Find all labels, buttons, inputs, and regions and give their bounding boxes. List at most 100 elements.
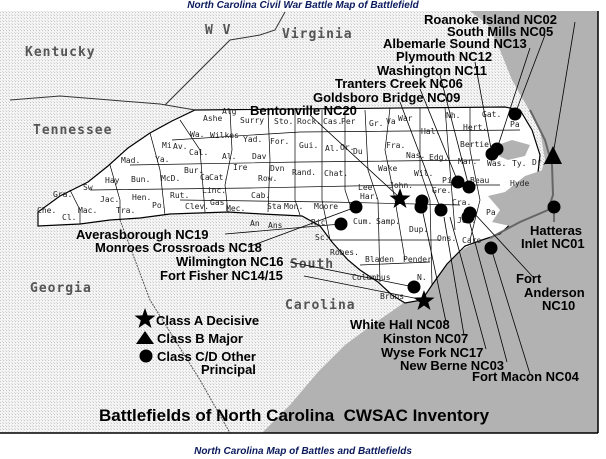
state-label-west-virginia: W V: [205, 23, 231, 38]
county-label: Cal.: [189, 148, 208, 157]
county-label: Clev.: [185, 202, 209, 211]
county-label: Yad.: [243, 135, 262, 144]
legend: Class A Decisive Class B Major Class C/D…: [134, 308, 259, 377]
county-label: Edg.: [429, 153, 448, 162]
label-wyse-fork: Wyse Fork NC17: [381, 345, 483, 360]
circle-marker-wilmington[interactable]: [407, 280, 421, 294]
county-label: Wilkes: [210, 131, 239, 140]
county-label: Bun.: [131, 175, 150, 184]
county-label: Mec.: [226, 204, 245, 213]
map-title: Battlefields of North Carolina CWSAC Inv…: [99, 406, 490, 425]
county-label: Hay: [105, 176, 120, 185]
county-label: Jac.: [100, 195, 119, 204]
label-plymouth: Plymouth NC12: [396, 49, 492, 64]
label-fort-anderson-3: NC10: [542, 298, 575, 313]
county-label: N.: [417, 273, 427, 282]
county-label: Pa: [486, 208, 496, 217]
county-label: Cat.: [209, 173, 228, 182]
legend-class-b: Class B Major: [157, 331, 243, 346]
albemarle-sound: [494, 140, 530, 160]
county-label: Hert.: [463, 123, 487, 132]
circle-marker-kinston[interactable]: [414, 200, 428, 214]
county-label: Sc.: [315, 233, 329, 242]
county-label: Samp.: [376, 217, 400, 226]
county-label: Rut.: [170, 191, 189, 200]
label-wilmington: Wilmington NC16: [176, 254, 284, 269]
georgia-sc-border: [119, 219, 231, 434]
county-label: Wil.: [414, 169, 433, 178]
county-label: Chat.: [324, 169, 348, 178]
county-label: Cl.: [62, 213, 76, 222]
county-label: Du: [353, 147, 363, 156]
label-averasborough: Averasborough NC19: [76, 227, 208, 242]
label-bentonville: Bentonville NC20: [250, 103, 357, 118]
label-washington: Washington NC11: [377, 63, 487, 78]
county-label: Gra.: [53, 190, 72, 199]
county-label: Cas.: [323, 117, 342, 126]
outer-banks: [489, 109, 555, 239]
virginia-border: [164, 11, 286, 106]
county-label: Cab.: [251, 191, 270, 200]
county-label: Al.: [222, 152, 236, 161]
label-fort-anderson-1: Fort: [516, 271, 542, 286]
county-label: Sw: [83, 183, 93, 192]
county-label: Was.: [487, 159, 506, 168]
county-label: Bur.: [184, 166, 203, 175]
county-label: Caro: [462, 236, 481, 245]
county-label: Pa: [510, 120, 520, 129]
label-south-mills: South Mills NC05: [447, 24, 553, 39]
circle-marker-south-mills[interactable]: [508, 107, 522, 121]
county-label: Or.: [340, 143, 354, 152]
star-marker-fort-fisher[interactable]: [413, 290, 435, 310]
ocean: [262, 11, 598, 433]
triangle-marker-roanoke-island[interactable]: [544, 146, 562, 164]
circle-marker-goldsboro-bridge[interactable]: [434, 203, 448, 217]
circle-marker-plymouth[interactable]: [485, 147, 499, 161]
county-label: Po.: [152, 201, 166, 210]
county-label: Rock.: [297, 117, 321, 126]
county-label: Nh.: [446, 111, 460, 120]
county-label: Tra.: [116, 206, 135, 215]
county-label: Per: [341, 117, 356, 126]
label-roanoke-island: Roanoke Island NC02: [424, 12, 557, 27]
county-label: Sto.: [274, 117, 293, 126]
county-label: Ashe: [203, 114, 222, 123]
circle-marker-washington[interactable]: [462, 180, 476, 194]
county-label: Bertie: [460, 140, 489, 149]
triangle-icon: [136, 331, 154, 344]
county-label: Lee: [358, 183, 373, 192]
circle-marker-averasborough[interactable]: [334, 217, 348, 231]
county-label: Dvn: [270, 164, 285, 173]
state-label-carolina: Carolina: [285, 298, 356, 313]
legend-class-a: Class A Decisive: [156, 313, 259, 328]
circle-marker-hatteras-inlet[interactable]: [547, 200, 561, 214]
county-label: Ca: [200, 173, 210, 182]
circle-icon: [139, 349, 153, 363]
county-label: Nas.: [406, 151, 425, 160]
label-tranters-creek: Tranters Creek NC06: [335, 76, 463, 91]
circle-marker-new-berne[interactable]: [461, 210, 475, 224]
county-label: Surry: [240, 116, 264, 125]
star-marker-bentonville[interactable]: [389, 188, 411, 208]
county-label: Ire: [233, 163, 248, 172]
label-monroes-crossroads: Monroes Crossroads NC18: [95, 240, 262, 255]
county-label: Ans: [268, 221, 283, 230]
county-label: Gr.: [369, 119, 383, 128]
circle-marker-fort-macon[interactable]: [484, 241, 498, 255]
label-white-hall: White Hall NC08: [350, 317, 450, 332]
county-label: Hen.: [132, 193, 151, 202]
state-label-virginia: Virginia: [282, 27, 353, 42]
county-label: Moore: [314, 202, 338, 211]
county-label: Ric: [311, 218, 326, 227]
county-label: Mad.: [121, 156, 140, 165]
state-label-kentucky: Kentucky: [25, 45, 96, 60]
county-label: Columbus: [352, 273, 391, 282]
circle-marker-monroes-crossroads[interactable]: [349, 200, 363, 214]
label-fort-fisher: Fort Fisher NC14/15: [160, 268, 283, 283]
county-label: Row.: [258, 174, 277, 183]
county-label: Sta: [267, 202, 282, 211]
bottom-caption: North Carolina Map of Battles and Battle…: [194, 446, 412, 457]
county-label: Wake: [378, 164, 397, 173]
circle-marker-tranters-creek[interactable]: [451, 175, 465, 189]
